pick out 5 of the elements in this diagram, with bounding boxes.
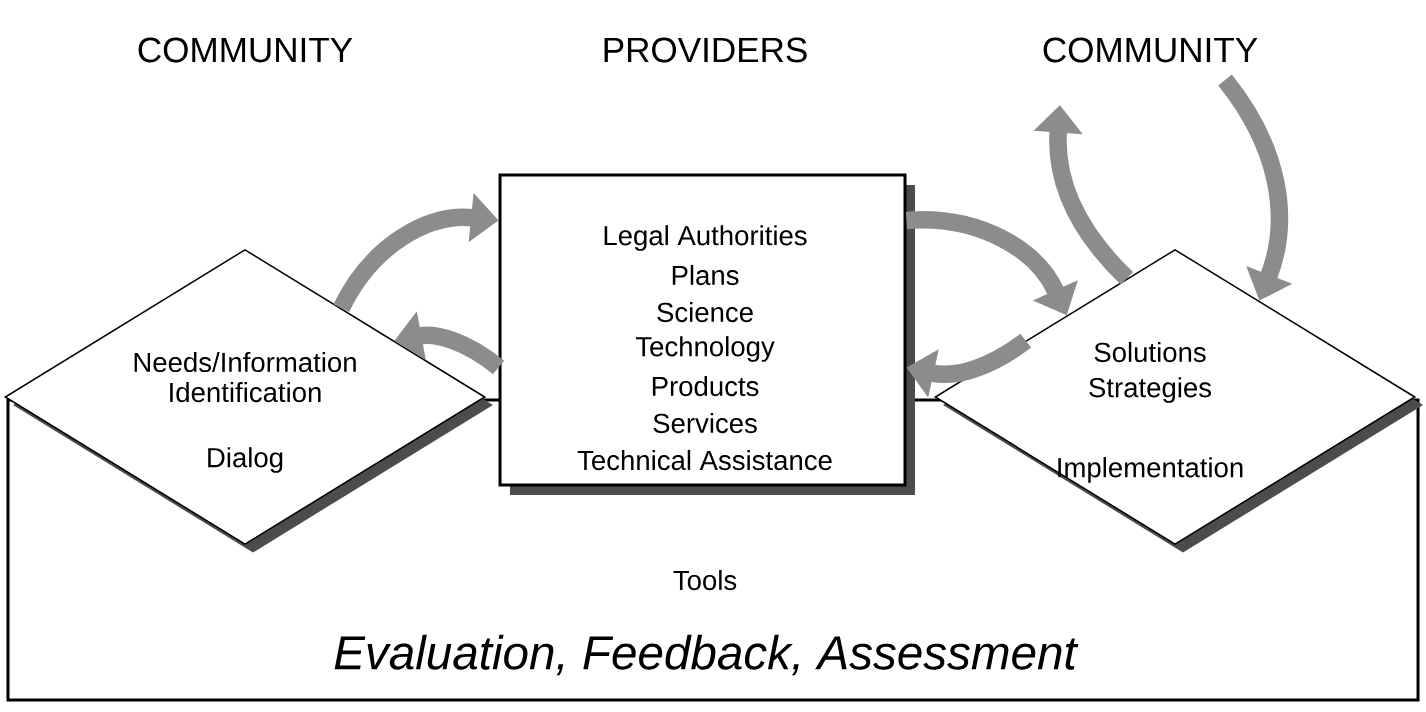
heading: PROVIDERS	[604, 37, 807, 63]
heading: COMMUNITY	[138, 37, 353, 63]
stage-label: Tools	[673, 569, 737, 591]
heading: COMMUNITY	[1043, 37, 1258, 63]
evaluation-caption: Evaluation, Feedback, Assessment	[334, 634, 1079, 676]
